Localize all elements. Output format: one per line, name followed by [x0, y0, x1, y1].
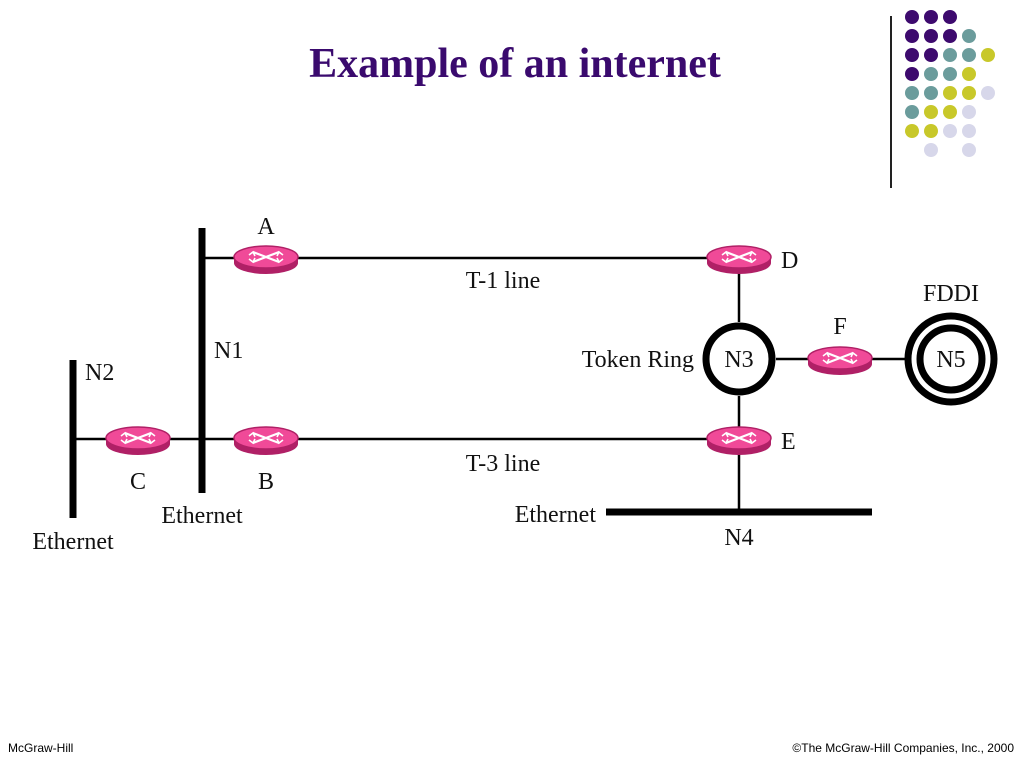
ethernet-n1-label: Ethernet	[161, 503, 243, 529]
decorative-dot	[981, 86, 995, 100]
decorative-dot	[943, 124, 957, 138]
decorative-dot	[924, 143, 938, 157]
router-e	[705, 425, 773, 457]
decorative-dot	[962, 48, 976, 62]
decorative-dot	[962, 143, 976, 157]
footer-publisher: McGraw-Hill	[8, 741, 74, 755]
router-b-label: B	[258, 469, 274, 495]
t1-line-label: T-1 line	[466, 268, 540, 294]
decorative-dot	[924, 124, 938, 138]
decorative-dot	[943, 105, 957, 119]
network-n2-label: N2	[85, 360, 114, 386]
router-f	[806, 345, 874, 377]
decorative-dot	[924, 48, 938, 62]
ethernet-n4-label: Ethernet	[515, 502, 597, 528]
slide-title: Example of an internet	[309, 41, 721, 87]
decorative-dot	[962, 86, 976, 100]
decorative-dot	[962, 105, 976, 119]
decorative-dot	[962, 29, 976, 43]
router-e-label: E	[781, 429, 796, 455]
decorative-dot	[924, 86, 938, 100]
title-divider	[890, 16, 892, 188]
decorative-dot	[924, 67, 938, 81]
decorative-dot	[924, 10, 938, 24]
decorative-dot	[962, 67, 976, 81]
network-n5-inner-ring	[916, 324, 986, 394]
decorative-dot	[943, 48, 957, 62]
router-c	[104, 425, 172, 457]
router-d	[705, 244, 773, 276]
router-a	[232, 244, 300, 276]
network-n3-ring	[702, 322, 776, 396]
decorative-dot-grid	[905, 10, 1015, 170]
decorative-dot	[905, 67, 919, 81]
decorative-dot	[924, 105, 938, 119]
decorative-dot	[962, 124, 976, 138]
router-b	[232, 425, 300, 457]
router-f-label: F	[833, 314, 846, 340]
t3-line-label: T-3 line	[466, 451, 540, 477]
footer-copyright: ©The McGraw-Hill Companies, Inc., 2000	[792, 741, 1014, 755]
decorative-dot	[943, 86, 957, 100]
network-n5-label: N5	[936, 347, 965, 373]
decorative-dot	[905, 105, 919, 119]
decorative-dot	[905, 10, 919, 24]
router-c-label: C	[130, 469, 146, 495]
fddi-label: FDDI	[923, 281, 979, 307]
network-n3-label: N3	[724, 347, 753, 373]
decorative-dot	[905, 86, 919, 100]
ethernet-n2-label: Ethernet	[32, 529, 114, 555]
decorative-dot	[943, 29, 957, 43]
token-ring-label: Token Ring	[582, 347, 694, 373]
network-n1-label: N1	[214, 338, 243, 364]
router-d-label: D	[781, 248, 798, 274]
decorative-dot	[943, 67, 957, 81]
decorative-dot	[905, 48, 919, 62]
router-a-label: A	[257, 214, 275, 240]
decorative-dot	[905, 29, 919, 43]
decorative-dot	[943, 10, 957, 24]
decorative-dot	[905, 124, 919, 138]
decorative-dot	[924, 29, 938, 43]
decorative-dot	[981, 48, 995, 62]
network-n4-label: N4	[724, 525, 753, 551]
